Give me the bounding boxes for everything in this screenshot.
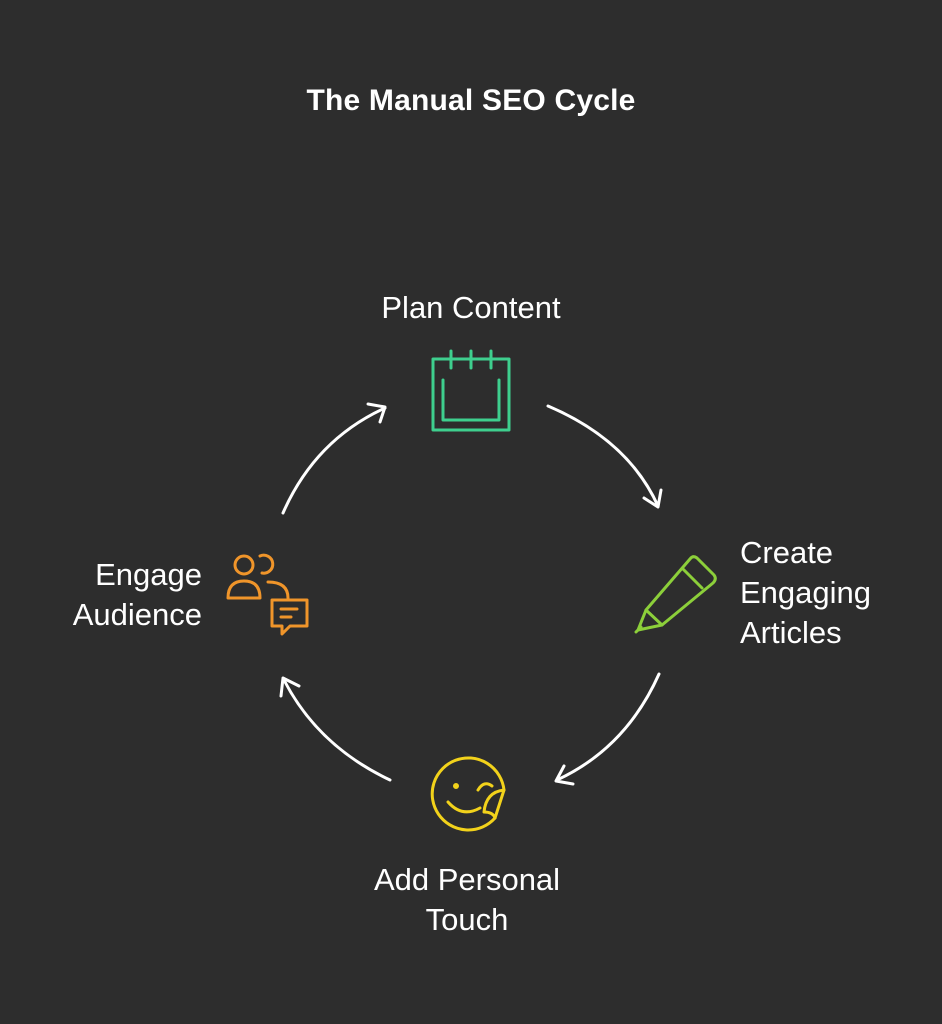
users-chat-icon [226,553,309,636]
arrowhead-engage-to-plan [366,402,387,424]
cycle-arrow-personal-to-engage [282,678,392,782]
cycle-arrow-plan-to-create [546,404,660,508]
step-label-line: Plan Content [381,290,561,325]
step-label-line: Add Personal [373,862,561,897]
step-label-add-personal-touch: Add Personal Touch [300,860,634,940]
diagram-title: The Manual SEO Cycle [306,84,636,117]
step-label-line: Create [740,535,834,570]
arrowhead-plan-to-create [642,488,663,509]
arrowhead-create-to-personal [554,764,575,786]
step-label-create-engaging-articles: Create Engaging Articles [740,533,871,653]
step-label-plan-content: Plan Content [300,288,642,328]
step-label-line: Touch [425,902,509,937]
pencil-icon [634,555,717,634]
cycle-arrow-create-to-personal [555,672,661,782]
step-label-line: Engaging [740,575,872,610]
cycle-arrow-engage-to-plan [281,406,387,515]
step-label-line: Engage [95,557,202,592]
arrowhead-personal-to-engage [279,676,301,698]
smiley-sticker-icon [430,756,506,832]
step-label-line: Audience [72,597,202,632]
calendar-icon [431,349,511,432]
step-label-engage-audience: Engage Audience [20,555,202,635]
step-label-line: Articles [740,615,842,650]
